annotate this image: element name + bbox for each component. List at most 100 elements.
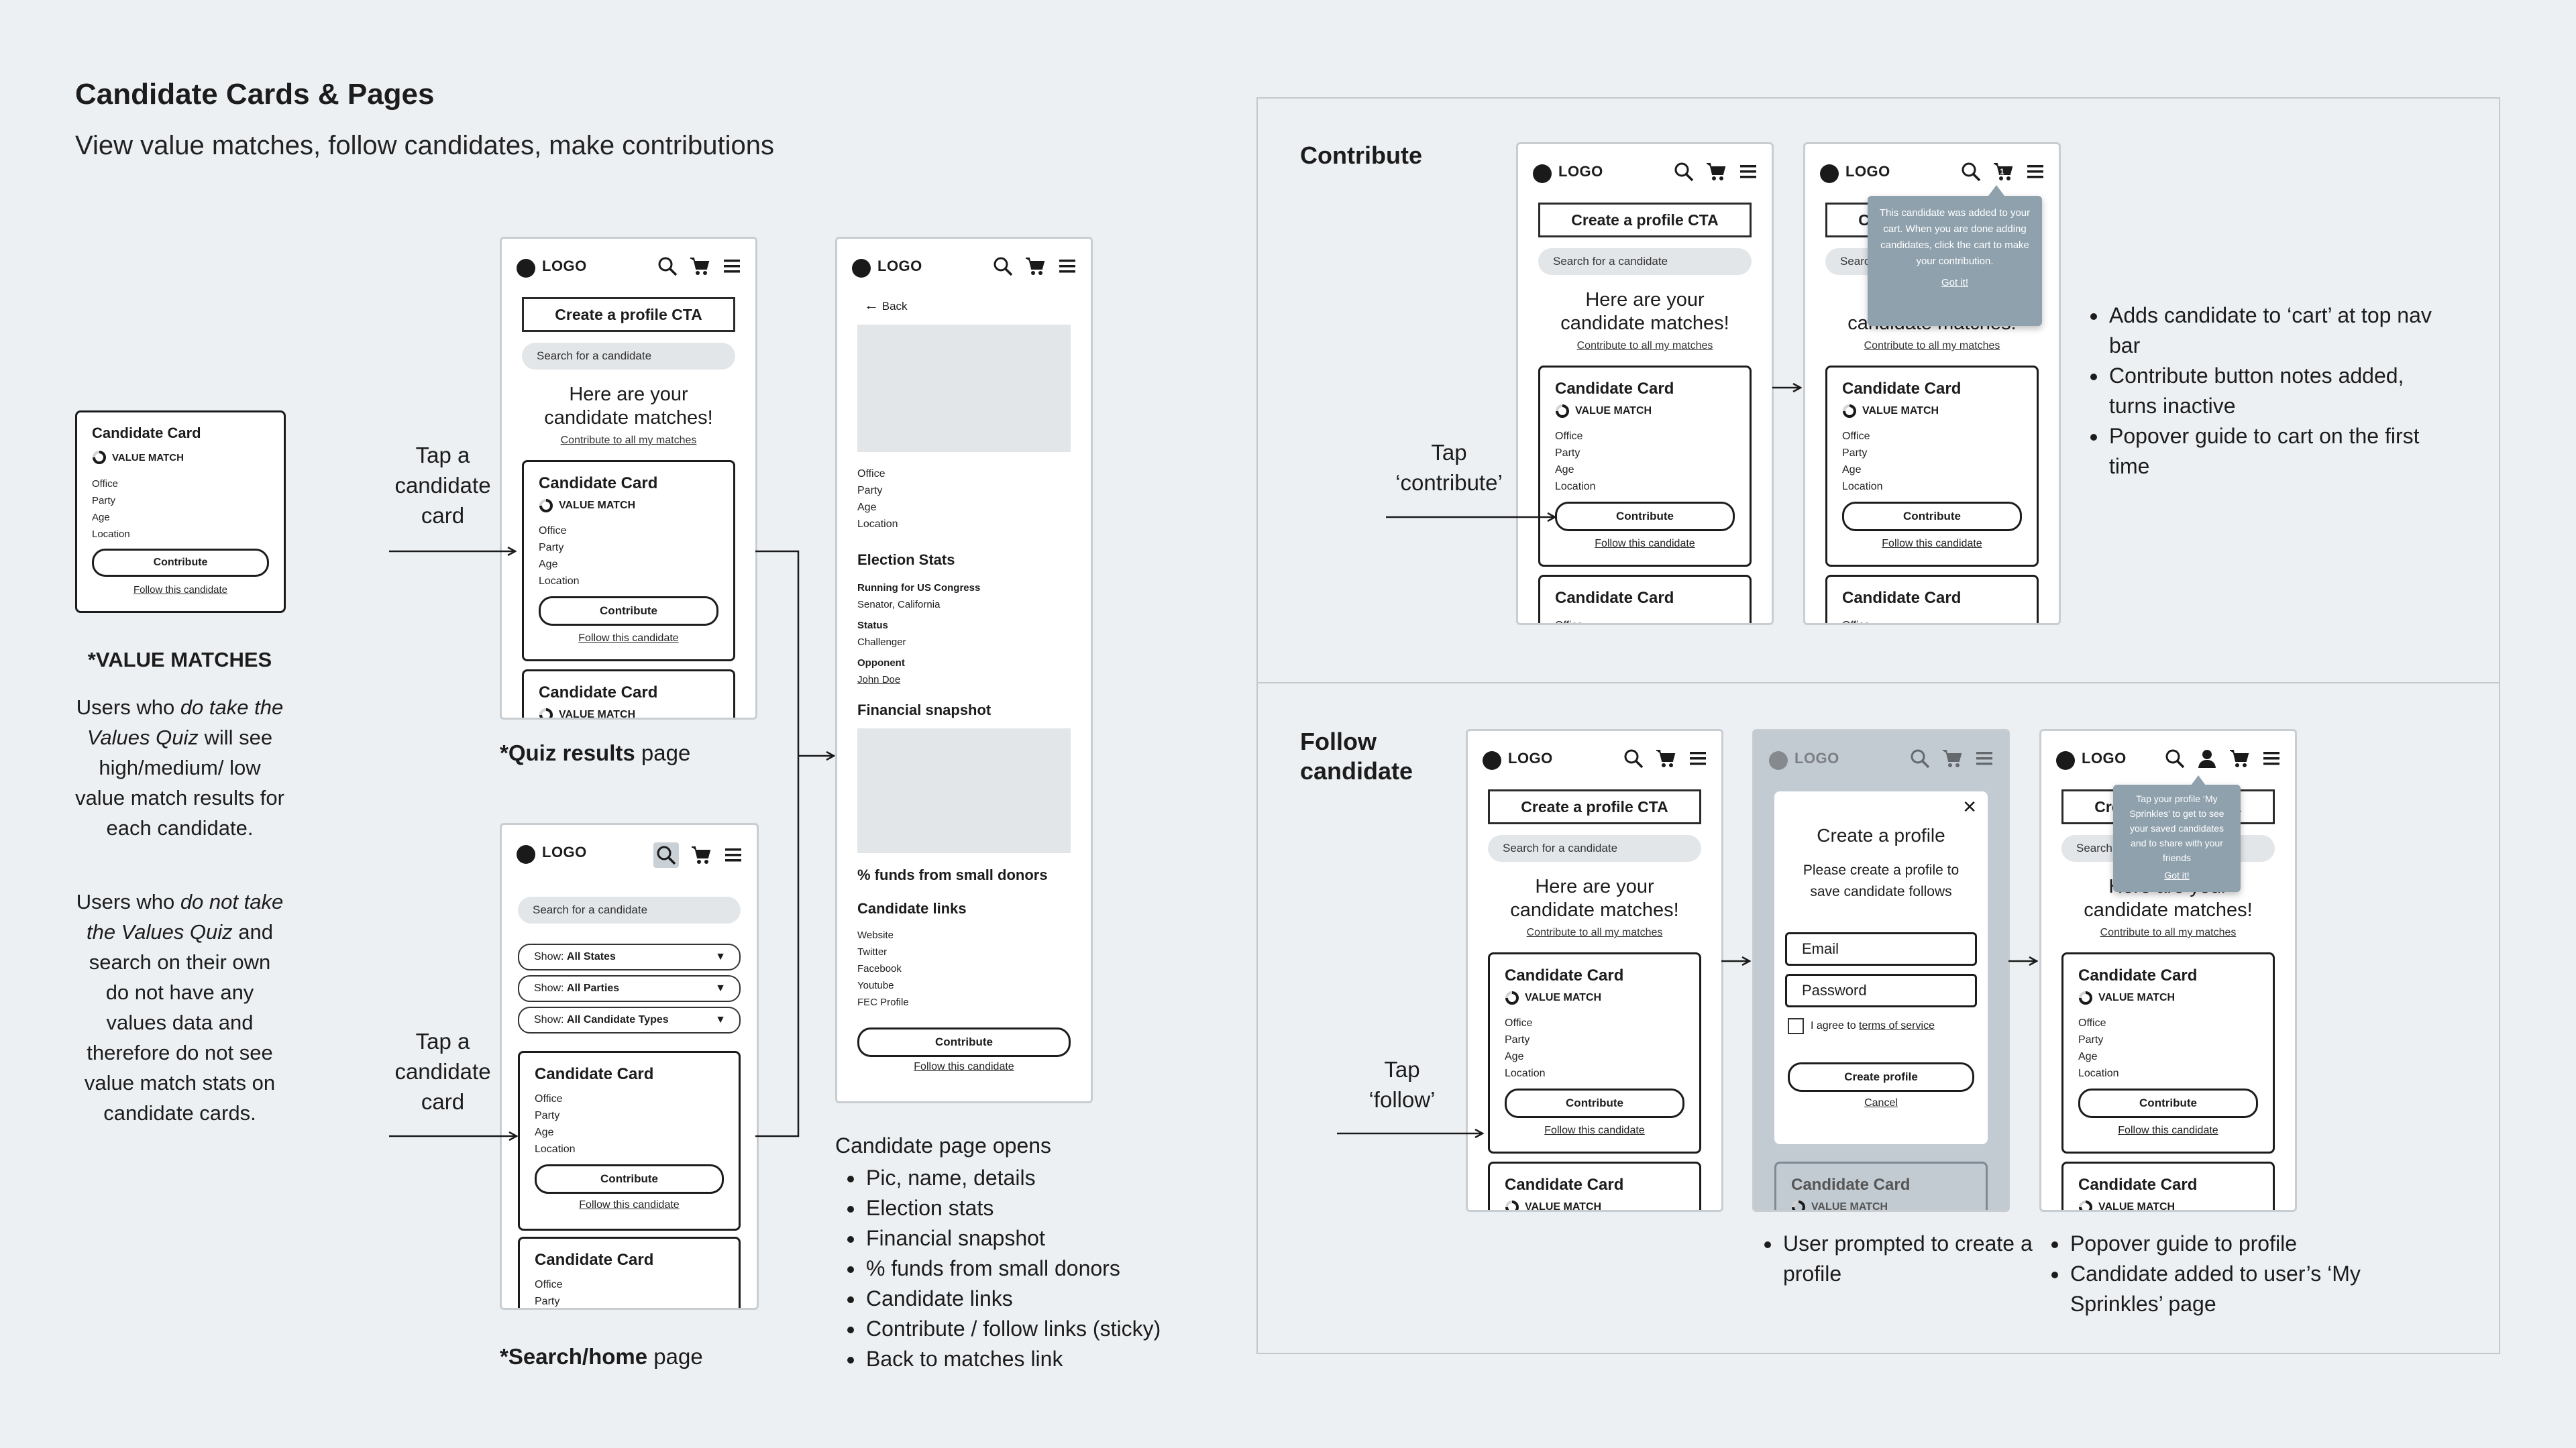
contribute-all-link[interactable]: Contribute to all my matches xyxy=(1576,340,1713,351)
create-profile-cta[interactable]: Create a profile CTA xyxy=(1538,203,1752,237)
contribute-all-link[interactable]: Contribute to all my matches xyxy=(1864,340,2000,351)
profile-icon[interactable] xyxy=(2197,748,2217,769)
menu-icon[interactable] xyxy=(2025,162,2045,182)
logo[interactable]: LOGO xyxy=(1558,163,1603,180)
candidate-card-next[interactable]: Candidate Card VALUE MATCH xyxy=(2061,1162,2275,1210)
menu-icon[interactable] xyxy=(1688,748,1708,769)
contribute-all-link[interactable]: Contribute to all my matches xyxy=(2100,927,2237,938)
contribute-button[interactable]: Contribute xyxy=(1555,502,1735,531)
link-website[interactable]: Website xyxy=(857,930,894,941)
got-it-link[interactable]: Got it! xyxy=(2164,870,2190,881)
password-field[interactable]: Password xyxy=(1785,974,1977,1007)
value-match-badge: VALUE MATCH xyxy=(1555,404,1652,419)
create-profile-cta[interactable]: Create a profile CTA xyxy=(522,297,735,332)
follow-link[interactable]: Follow this candidate xyxy=(1882,538,1982,549)
quiz-results-phone: LOGO Create a profile CTA Search for a c… xyxy=(500,237,757,720)
search-icon-active[interactable] xyxy=(653,842,679,868)
card-title: Candidate Card xyxy=(1505,966,1624,985)
logo[interactable]: LOGO xyxy=(877,258,922,274)
follow-link[interactable]: Follow this candidate xyxy=(579,1199,680,1211)
terms-checkbox[interactable] xyxy=(1788,1018,1804,1034)
logo[interactable]: LOGO xyxy=(2082,750,2127,767)
menu-icon[interactable] xyxy=(723,845,743,865)
candidate-card-next[interactable]: Candidate Card VALUE MATCH xyxy=(522,669,735,718)
logo[interactable]: LOGO xyxy=(542,258,587,274)
search-icon[interactable] xyxy=(993,256,1013,276)
value-matches-para-1: Users who do take the Values Quiz will s… xyxy=(75,695,284,840)
search-icon[interactable] xyxy=(656,845,676,865)
search-input[interactable]: Search for a candidate xyxy=(1488,835,1701,862)
modal-text: Please create a profile to save candidat… xyxy=(1803,862,1960,899)
search-icon[interactable] xyxy=(657,256,678,276)
candidate-card-next[interactable]: Candidate Card VALUE MATCH xyxy=(1488,1162,1701,1210)
logo[interactable]: LOGO xyxy=(1508,750,1553,767)
contribute-button[interactable]: Contribute xyxy=(535,1164,724,1194)
cart-icon[interactable] xyxy=(691,845,711,865)
search-icon[interactable] xyxy=(1623,748,1644,769)
cancel-link[interactable]: Cancel xyxy=(1864,1097,1898,1109)
filter-types[interactable]: Show: All Candidate Types▼ xyxy=(518,1007,741,1034)
cart-with-count[interactable]: 1 xyxy=(1993,162,2013,182)
logo-mark xyxy=(517,845,535,864)
search-icon[interactable] xyxy=(1961,162,1981,182)
follow-link[interactable]: Follow this candidate xyxy=(1595,538,1695,549)
back-link[interactable]: ← Back xyxy=(864,296,908,313)
logo[interactable]: LOGO xyxy=(542,844,587,860)
email-field[interactable]: Email xyxy=(1785,932,1977,966)
candidate-card-next[interactable]: Candidate Card Office xyxy=(1825,575,2039,623)
link-facebook[interactable]: Facebook xyxy=(857,963,902,974)
value-match-icon xyxy=(1505,991,1519,1005)
card-title: Candidate Card xyxy=(1842,380,1962,398)
cart-icon[interactable] xyxy=(690,256,710,276)
follow-link[interactable]: Follow this candidate xyxy=(2118,1125,2218,1136)
got-it-link[interactable]: Got it! xyxy=(1941,277,1968,288)
create-profile-button[interactable]: Create profile xyxy=(1788,1062,1974,1092)
cart-icon[interactable] xyxy=(1706,162,1726,182)
menu-icon[interactable] xyxy=(1057,256,1077,276)
contribute-button[interactable]: Contribute xyxy=(1505,1089,1684,1118)
contribute-button[interactable]: Contribute xyxy=(539,596,718,626)
search-icon[interactable] xyxy=(1674,162,1694,182)
filter-parties[interactable]: Show: All Parties▼ xyxy=(518,975,741,1002)
terms-link[interactable]: terms of service xyxy=(1859,1020,1935,1032)
contribute-all-link[interactable]: Contribute to all my matches xyxy=(1526,927,1663,938)
search-input[interactable]: Search for a candidate xyxy=(522,343,735,370)
follow-link[interactable]: Follow this candidate xyxy=(133,584,228,596)
search-input[interactable]: Search for a candidate xyxy=(1538,248,1752,275)
cart-icon[interactable] xyxy=(1025,256,1045,276)
filter-states[interactable]: Show: All States▼ xyxy=(518,944,741,970)
contribute-all-link[interactable]: Contribute to all my matches xyxy=(560,435,697,446)
candidate-card-next[interactable]: Candidate Card Office xyxy=(1538,575,1752,623)
menu-icon[interactable] xyxy=(722,256,742,276)
link-youtube[interactable]: Youtube xyxy=(857,980,894,991)
contribute-button[interactable]: Contribute xyxy=(857,1027,1071,1057)
cart-icon[interactable] xyxy=(1656,748,1676,769)
follow-link[interactable]: Follow this candidate xyxy=(1544,1125,1645,1136)
search-icon[interactable] xyxy=(2165,748,2185,769)
menu-icon[interactable] xyxy=(1738,162,1758,182)
opponent-link[interactable]: John Doe xyxy=(857,674,901,685)
link-twitter[interactable]: Twitter xyxy=(857,946,888,958)
follow-link[interactable]: Follow this candidate xyxy=(578,632,679,644)
close-icon[interactable]: ✕ xyxy=(1962,797,1977,817)
contribute-button[interactable]: Contribute xyxy=(92,549,269,577)
cart-icon[interactable] xyxy=(2229,748,2249,769)
create-profile-cta[interactable]: Create a profile CTA xyxy=(1488,789,1701,824)
follow-link[interactable]: Follow this candidate xyxy=(914,1061,1014,1072)
election-stats: Running for US Congress Senator, Califor… xyxy=(857,579,980,688)
logo[interactable]: LOGO xyxy=(1845,163,1890,180)
menu-icon[interactable] xyxy=(2261,748,2282,769)
candidate-card-example[interactable]: Candidate Card VALUE MATCH Office Party … xyxy=(75,410,286,613)
contribute-button[interactable]: Contribute xyxy=(2078,1089,2258,1118)
link-fec[interactable]: FEC Profile xyxy=(857,997,909,1008)
search-input[interactable]: Search for a candidate xyxy=(518,897,741,924)
